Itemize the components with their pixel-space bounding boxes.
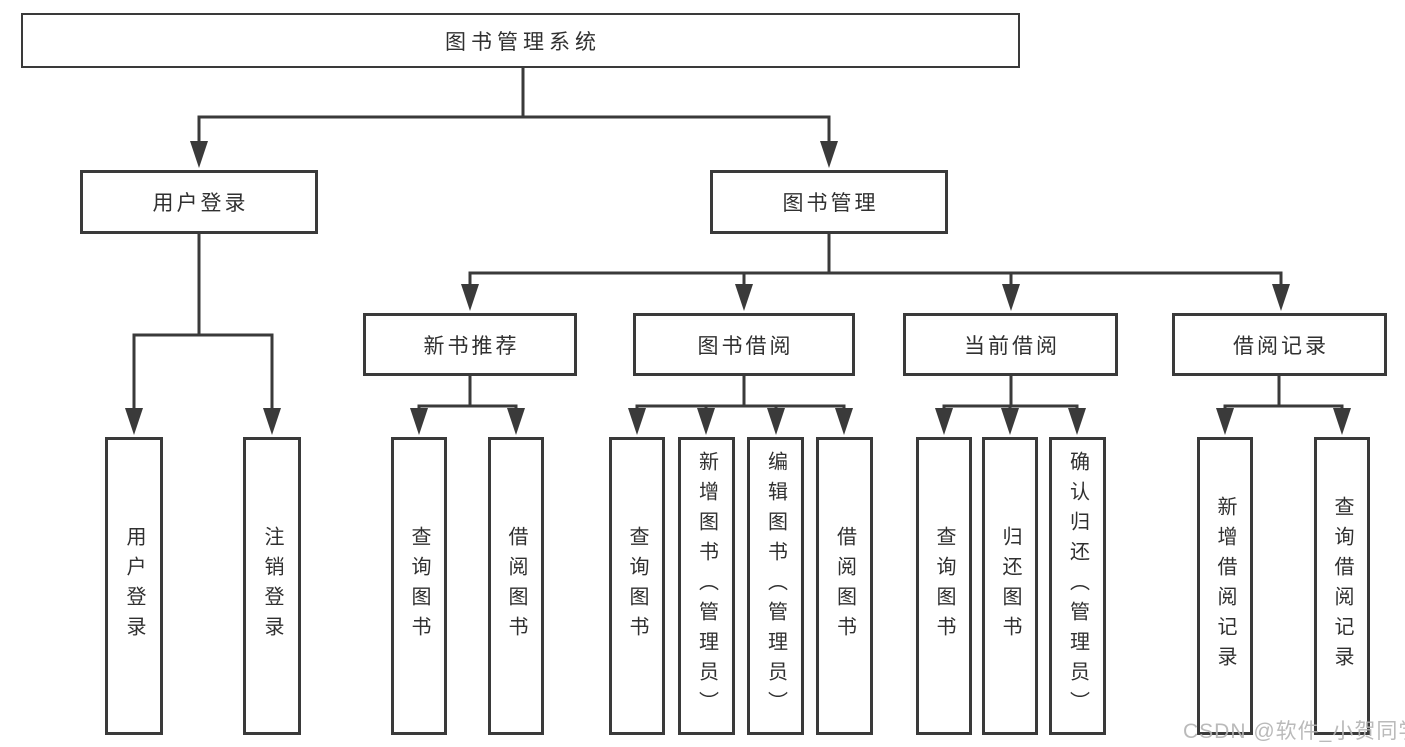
- leaf-user-login: 用户登录: [105, 437, 163, 735]
- node-book-management: 图书管理: [710, 170, 948, 234]
- leaf-query-books-current: 查询图书: [916, 437, 972, 735]
- node-book-borrow: 图书借阅: [633, 313, 855, 376]
- leaf-query-books-recommend: 查询图书: [391, 437, 447, 735]
- node-user-login-branch: 用户登录: [80, 170, 318, 234]
- leaf-borrow-books-borrow: 借阅图书: [816, 437, 873, 735]
- leaf-borrow-books-recommend: 借阅图书: [488, 437, 544, 735]
- leaf-query-borrow-record: 查询借阅记录: [1314, 437, 1370, 735]
- leaf-confirm-return-admin: 确认归还（管理员）: [1049, 437, 1106, 735]
- node-library-system: 图书管理系统: [21, 13, 1020, 68]
- node-new-book-recommend: 新书推荐: [363, 313, 577, 376]
- leaf-add-book-admin: 新增图书（管理员）: [678, 437, 735, 735]
- node-borrow-records: 借阅记录: [1172, 313, 1387, 376]
- leaf-return-book: 归还图书: [982, 437, 1038, 735]
- watermark: CSDN @软件_小贺同学: [1183, 720, 1405, 743]
- leaf-edit-book-admin: 编辑图书（管理员）: [747, 437, 804, 735]
- node-current-borrow: 当前借阅: [903, 313, 1118, 376]
- leaf-add-borrow-record: 新增借阅记录: [1197, 437, 1253, 735]
- leaf-query-books-borrow: 查询图书: [609, 437, 665, 735]
- leaf-logout: 注销登录: [243, 437, 301, 735]
